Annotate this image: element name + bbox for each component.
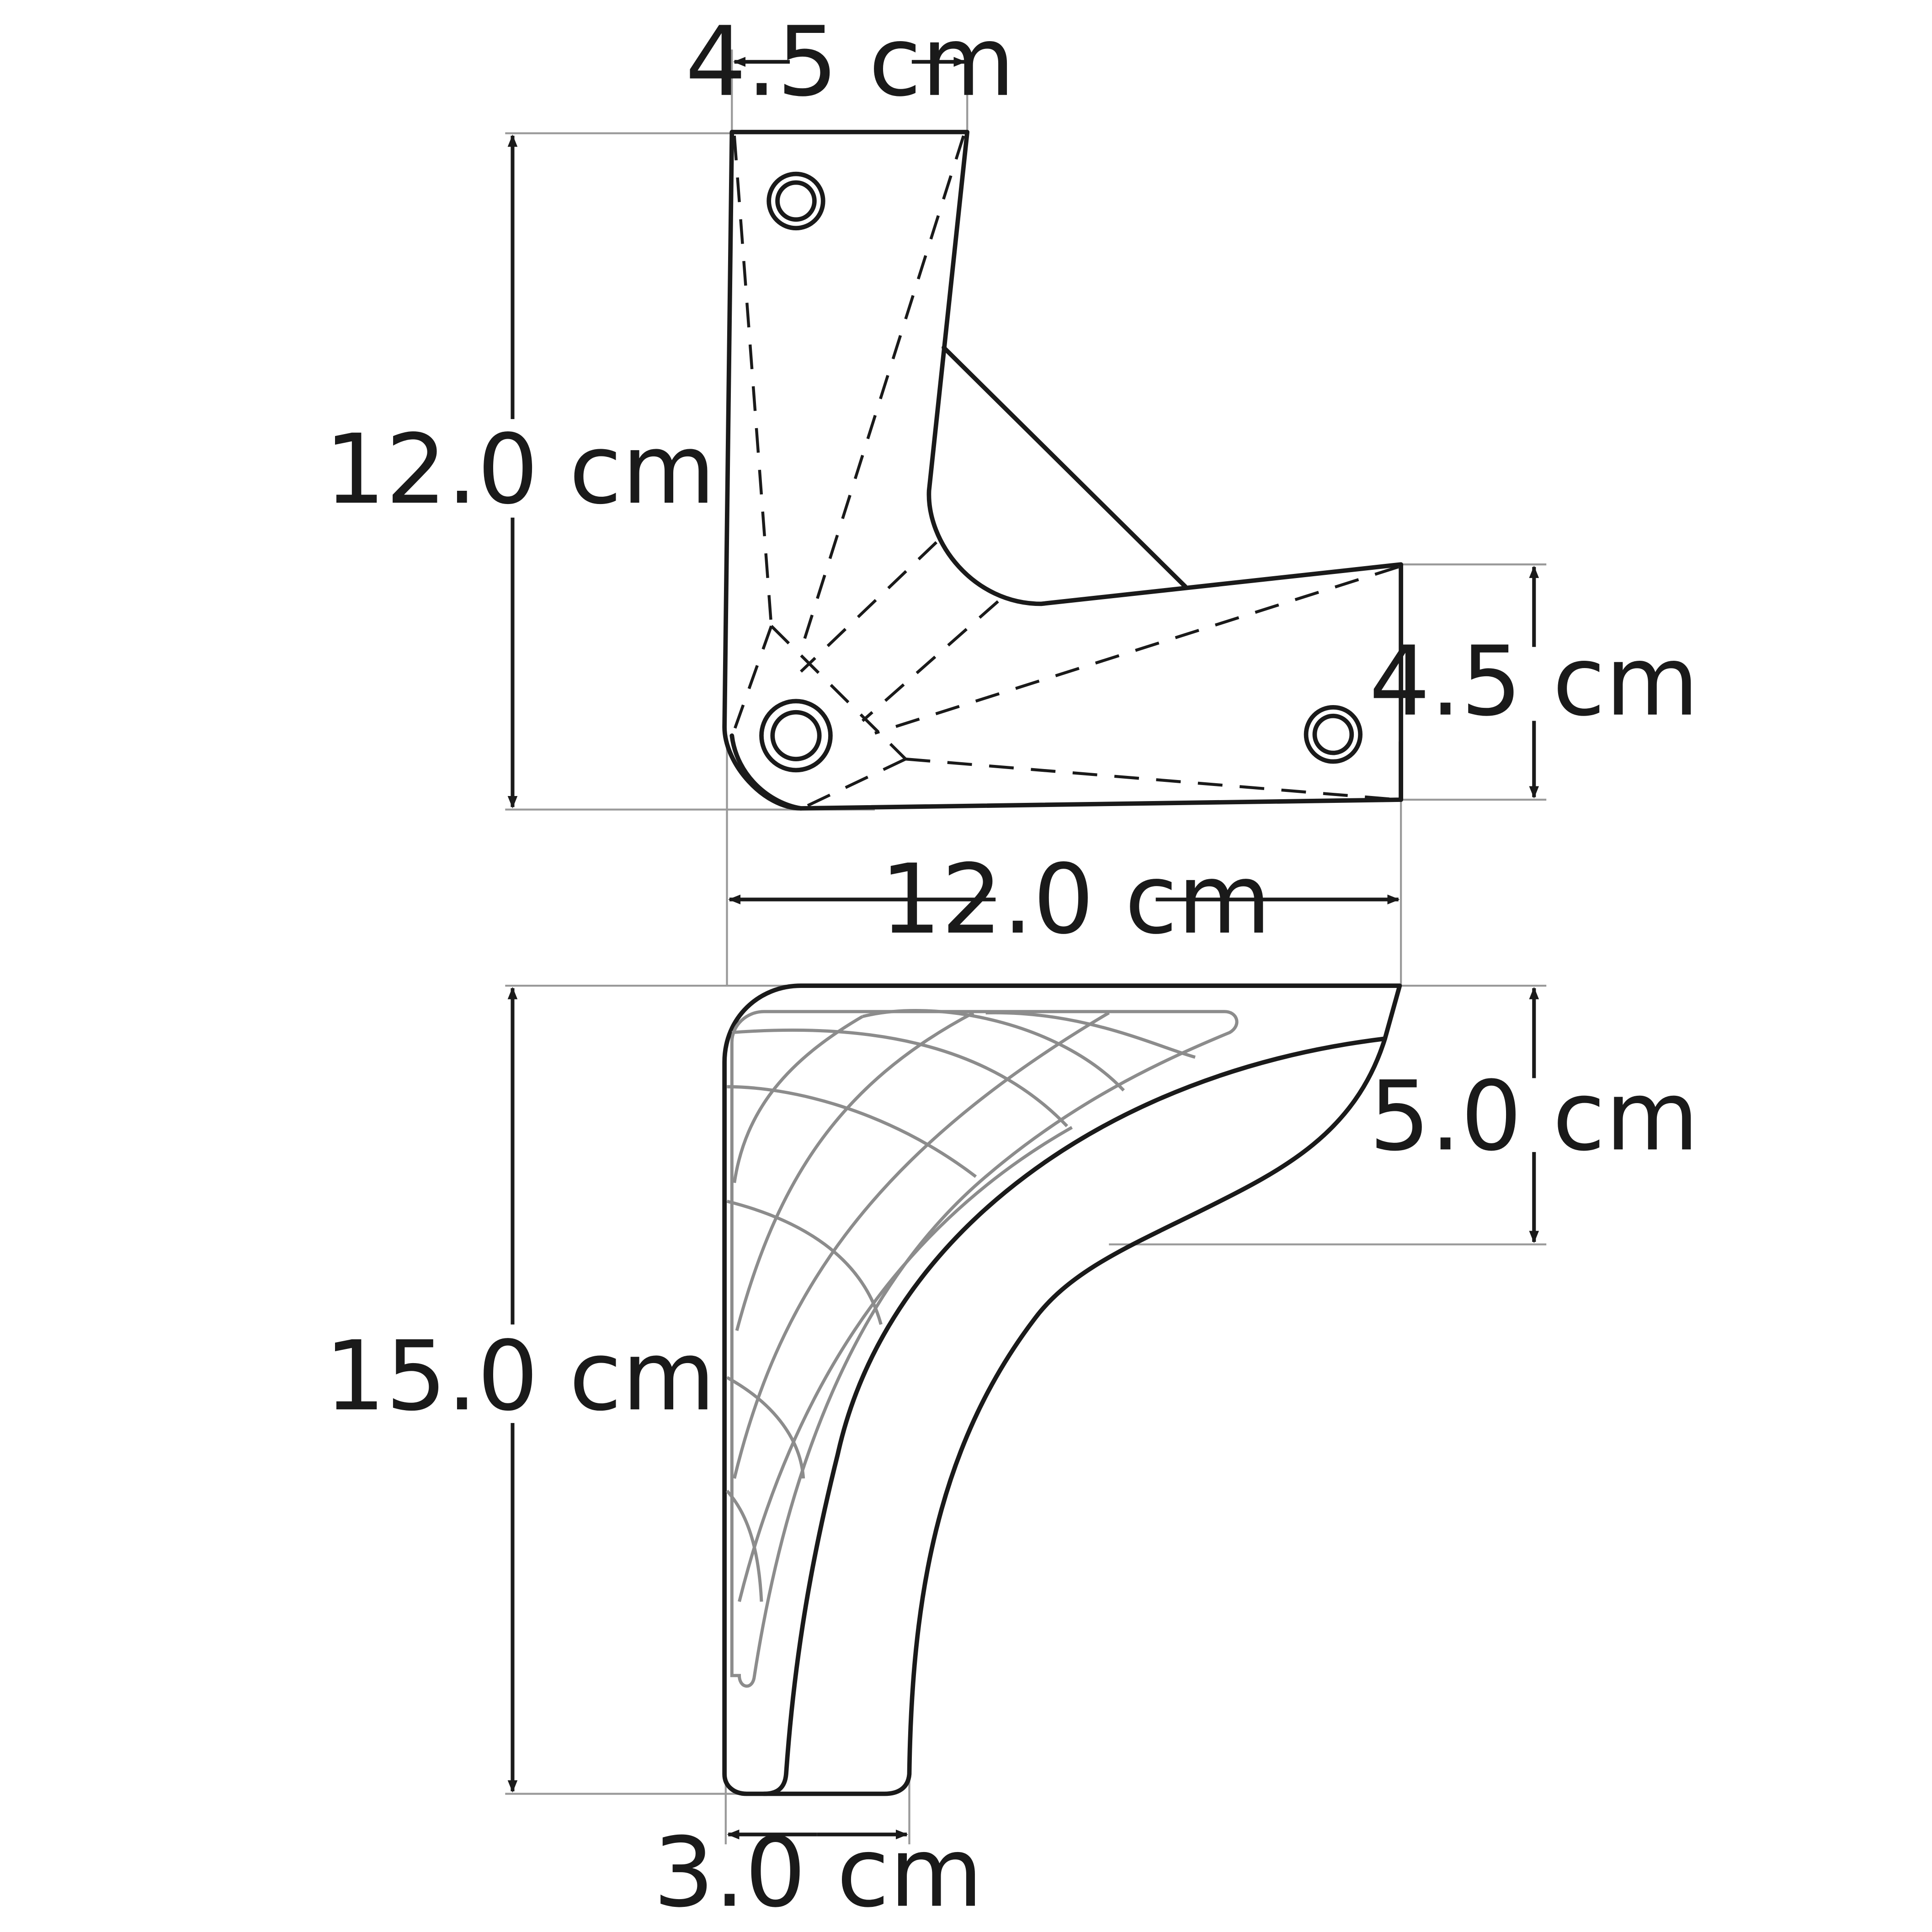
mounting-hole-side bbox=[1304, 705, 1363, 764]
dimension-label-overall-height: 15.0 cm bbox=[325, 1320, 715, 1432]
dimension-top-depth: 5.0 cm bbox=[1369, 987, 1699, 1243]
dimension-label-overall-length: 12.0 cm bbox=[880, 844, 1271, 955]
top-view: 4.5 cm 12.0 cm 4.5 cm 12.0 cm bbox=[325, 6, 1699, 986]
top-bracket-inner-fillet bbox=[729, 733, 804, 811]
dimension-side-width: 4.5 cm bbox=[1369, 565, 1699, 799]
dimension-label-bracket-width: 4.5 cm bbox=[685, 6, 1015, 118]
leg-outline bbox=[722, 983, 1402, 1796]
dimension-label-foot-width: 3.0 cm bbox=[653, 1817, 983, 1929]
top-bracket-rib bbox=[942, 345, 1188, 589]
dimension-label-top-depth: 5.0 cm bbox=[1369, 1060, 1699, 1172]
dimension-bracket-width: 4.5 cm bbox=[685, 6, 1015, 118]
dimension-bracket-height: 12.0 cm bbox=[325, 134, 715, 808]
leg-texture-panel bbox=[730, 1010, 1239, 1688]
top-bracket-outline bbox=[722, 130, 1403, 811]
dimension-overall-length: 12.0 cm bbox=[728, 844, 1400, 955]
leg-texture-lines bbox=[725, 1009, 1196, 1602]
mounting-hole-top bbox=[766, 171, 825, 231]
mounting-hole-corner bbox=[759, 699, 833, 773]
dimension-label-side-width: 4.5 cm bbox=[1369, 626, 1699, 738]
side-view: 15.0 cm 5.0 cm 3.0 cm bbox=[325, 983, 1699, 1929]
leg-inner-curve bbox=[761, 1036, 1387, 1796]
top-bracket-hidden-lines bbox=[730, 135, 1399, 807]
dimension-label-bracket-height: 12.0 cm bbox=[325, 414, 715, 525]
dimension-overall-height: 15.0 cm bbox=[325, 987, 715, 1793]
dimension-foot-width: 3.0 cm bbox=[653, 1817, 983, 1929]
